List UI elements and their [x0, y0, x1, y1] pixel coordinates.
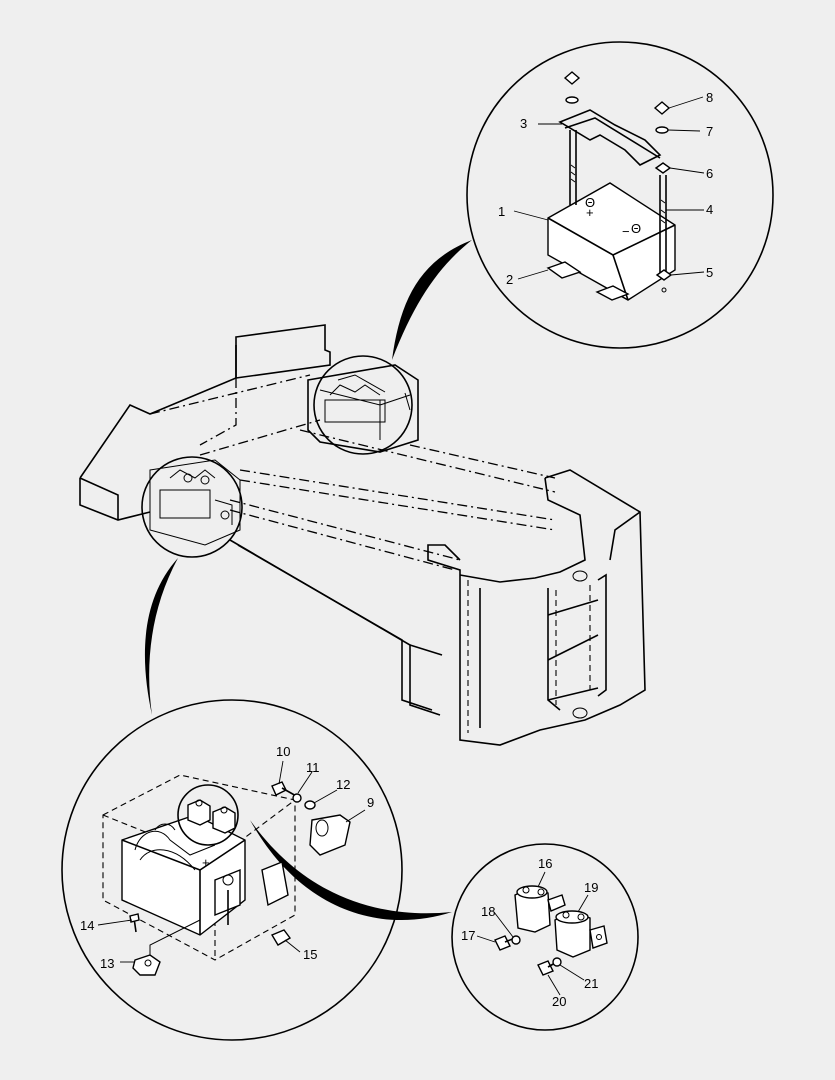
- battery-plus-symbol: +: [586, 205, 594, 220]
- zoom-connector-upper: [392, 240, 472, 360]
- callout-11: 11: [306, 760, 320, 775]
- callout-6: 6: [706, 166, 713, 181]
- detail-battery-wiring: +: [61, 699, 403, 1041]
- detail-battery-mount: Θ + Θ −: [466, 41, 774, 349]
- callout-17: 17: [461, 928, 475, 943]
- callout-14: 14: [80, 918, 94, 933]
- callout-labels: 8 3 7 6 1 4 2 5 10 11 12 9 14 13 15 16 1…: [80, 90, 713, 1009]
- callout-9: 9: [367, 795, 374, 810]
- callout-1: 1: [498, 204, 505, 219]
- battery-minus-terminal: Θ: [631, 221, 641, 236]
- callout-8: 8: [706, 90, 713, 105]
- detail-relays: [451, 843, 639, 1031]
- callout-2: 2: [506, 272, 513, 287]
- callout-15: 15: [303, 947, 317, 962]
- chassis-battery-compartment: [307, 355, 419, 455]
- callout-4: 4: [706, 202, 713, 217]
- callout-13: 13: [100, 956, 114, 971]
- callout-10: 10: [276, 744, 290, 759]
- callout-19: 19: [584, 880, 598, 895]
- battery-plus-symbol-2: +: [202, 855, 210, 870]
- callout-20: 20: [552, 994, 566, 1009]
- callout-3: 3: [520, 116, 527, 131]
- vehicle-chassis: [79, 324, 646, 746]
- battery-minus-symbol: −: [622, 224, 630, 239]
- callout-16: 16: [538, 856, 552, 871]
- callout-21: 21: [584, 976, 598, 991]
- callout-12: 12: [336, 777, 350, 792]
- zoom-connector-relay: [250, 820, 452, 921]
- callout-5: 5: [706, 265, 713, 280]
- battery-terminal-symbol: Θ: [585, 195, 595, 210]
- callout-7: 7: [706, 124, 713, 139]
- zoom-connector-lower: [144, 558, 178, 715]
- callout-18: 18: [481, 904, 495, 919]
- chassis-relay-compartment: [141, 456, 243, 558]
